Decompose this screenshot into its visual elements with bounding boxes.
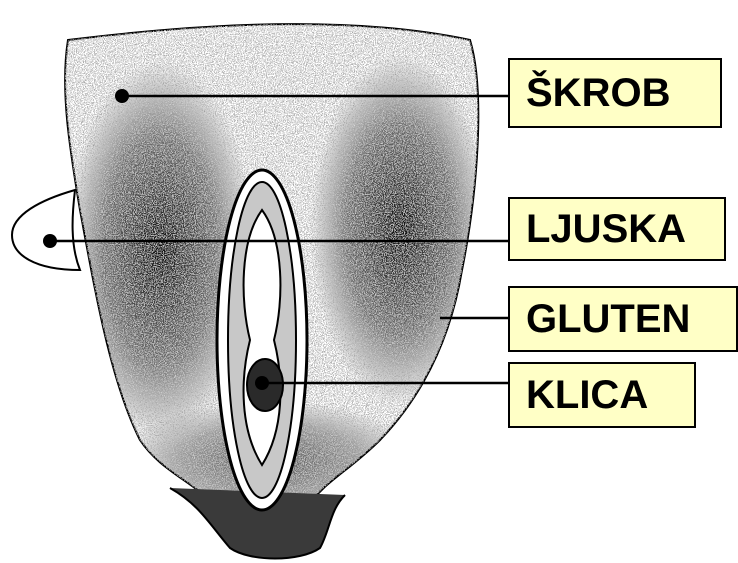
husk-flap bbox=[12, 190, 80, 270]
germ-embryo bbox=[217, 170, 307, 510]
label-klica: KLICA bbox=[508, 362, 696, 428]
label-gluten: GLUTEN bbox=[508, 286, 738, 352]
label-ljuska: LJUSKA bbox=[508, 197, 726, 261]
label-skrob: ŠKROB bbox=[508, 58, 722, 128]
